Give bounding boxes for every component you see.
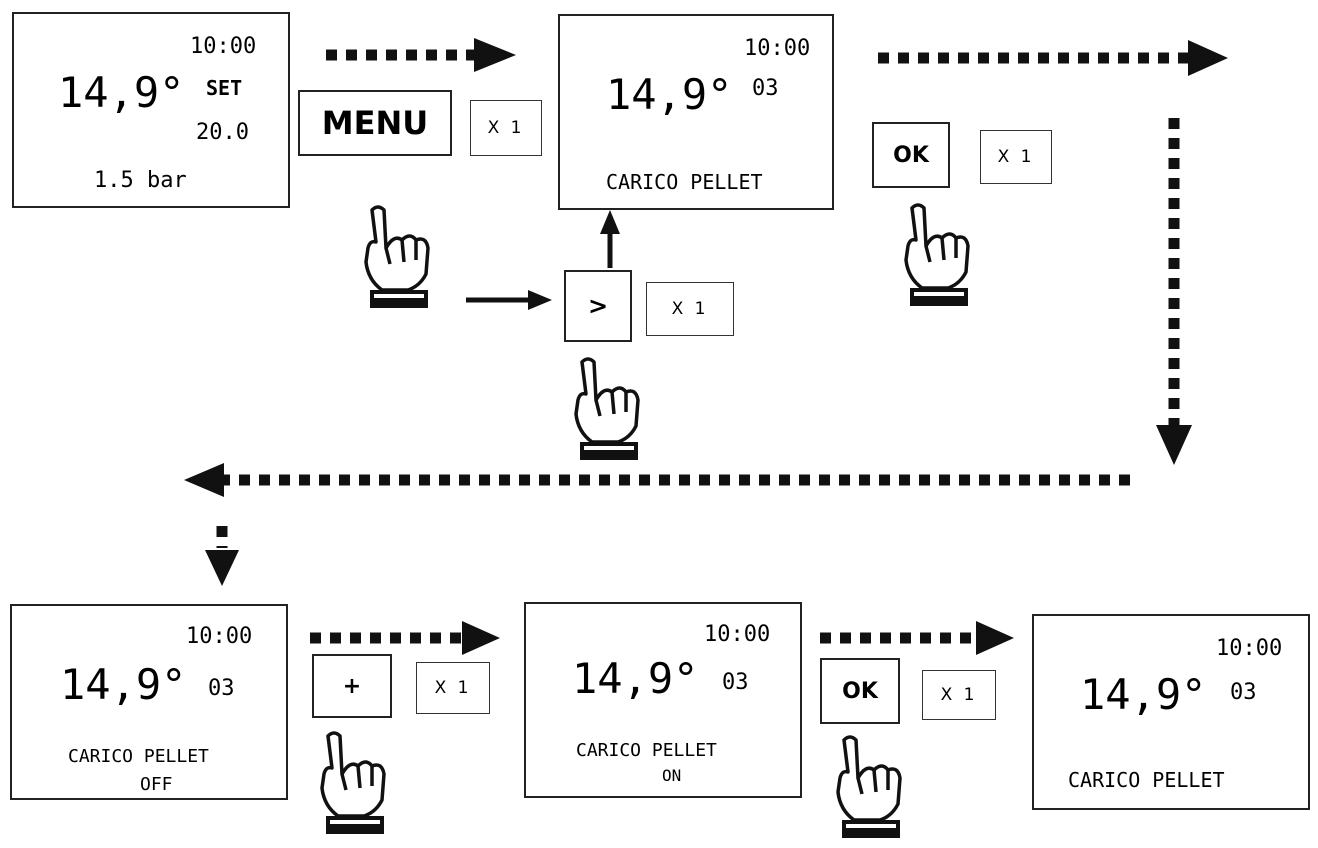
pointing-hand-icon xyxy=(364,205,430,308)
menu-item-label: CARICO PELLET xyxy=(606,170,763,194)
clock-time: 10:00 xyxy=(744,36,811,61)
menu-item-state: ON xyxy=(662,766,682,785)
plus-press-count: X 1 xyxy=(416,662,490,714)
next-press-count: X 1 xyxy=(646,282,734,336)
arrowhead-2 xyxy=(1188,40,1228,76)
room-temperature: 14,9° xyxy=(60,660,187,709)
clock-time: 10:00 xyxy=(1216,636,1283,661)
water-pressure: 1.5 bar xyxy=(94,168,187,193)
plus-button[interactable]: + xyxy=(312,654,392,718)
menu-item-label: CARICO PELLET xyxy=(1068,768,1225,792)
clock-time: 10:00 xyxy=(704,622,771,647)
menu-code: 03 xyxy=(722,670,749,695)
display-screen-pellet-on: 10:00 14,9° 03 CARICO PELLET ON xyxy=(524,602,802,798)
pointing-hand-icon xyxy=(904,203,970,306)
room-temperature: 14,9° xyxy=(58,68,185,117)
solid-arrowhead-right xyxy=(528,290,552,310)
menu-item-label: CARICO PELLET xyxy=(68,746,209,767)
menu-code: 03 xyxy=(1230,680,1257,705)
arrowhead-1 xyxy=(474,38,516,72)
ok-button[interactable]: OK xyxy=(872,122,950,188)
clock-time: 10:00 xyxy=(186,624,253,649)
display-screen-menu-03: 10:00 14,9° 03 CARICO PELLET xyxy=(558,14,834,210)
display-screen-home: 10:00 14,9° SET 20.0 1.5 bar xyxy=(12,12,290,208)
next-button[interactable]: > xyxy=(564,270,632,342)
menu-code: 03 xyxy=(208,676,235,701)
display-screen-pellet-off: 10:00 14,9° 03 CARICO PELLET OFF xyxy=(10,604,288,800)
room-temperature: 14,9° xyxy=(572,654,699,703)
clock-time: 10:00 xyxy=(190,34,257,59)
menu-item-state: OFF xyxy=(140,774,173,795)
pointing-hand-icon xyxy=(574,357,640,460)
menu-press-count: X 1 xyxy=(470,100,542,156)
menu-item-label: CARICO PELLET xyxy=(576,740,717,761)
arrowhead-6 xyxy=(462,621,500,655)
pointing-hand-icon xyxy=(320,731,386,834)
ok-confirm-button[interactable]: OK xyxy=(820,658,900,724)
arrowhead-7 xyxy=(976,621,1014,655)
display-screen-confirmed: 10:00 14,9° 03 CARICO PELLET xyxy=(1032,614,1310,810)
menu-button[interactable]: MENU xyxy=(298,90,452,156)
set-label: SET xyxy=(206,76,243,100)
set-value: 20.0 xyxy=(196,120,249,145)
arrowhead-5 xyxy=(205,550,239,586)
room-temperature: 14,9° xyxy=(1080,670,1207,719)
pointing-hand-icon xyxy=(836,735,902,838)
room-temperature: 14,9° xyxy=(606,70,733,119)
ok-press-count: X 1 xyxy=(980,130,1052,184)
menu-code: 03 xyxy=(752,76,779,101)
arrowhead-4 xyxy=(184,463,224,497)
ok-confirm-press-count: X 1 xyxy=(922,670,996,720)
arrowhead-3 xyxy=(1156,425,1192,465)
solid-arrowhead-up xyxy=(600,210,620,234)
